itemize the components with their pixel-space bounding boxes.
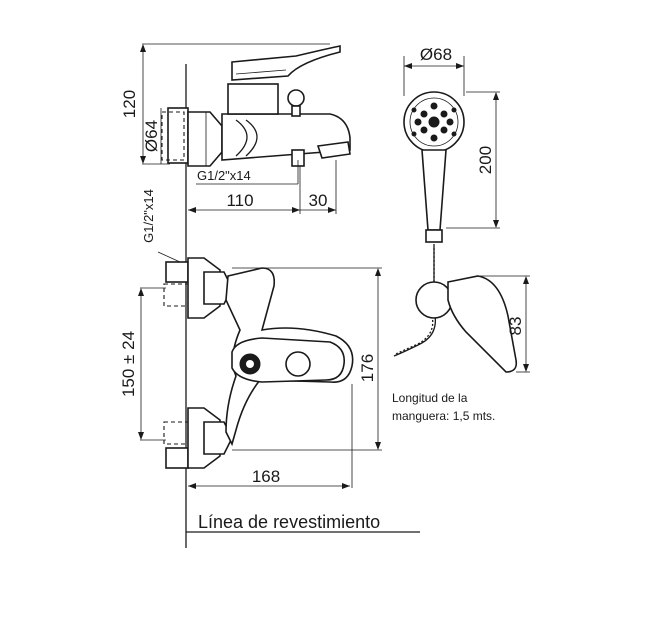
side-spout [316, 141, 351, 159]
mixer-side-view [142, 43, 351, 167]
side-lever [231, 45, 341, 81]
side-flange [167, 107, 189, 164]
lower-flange [165, 447, 189, 469]
dim-spacing: 150 ± 24 [119, 331, 138, 397]
mixer-front-view [140, 257, 382, 488]
side-diverter-knob [287, 89, 305, 107]
hose-note-line1: Longitud de la [392, 391, 468, 405]
shower-hose-bottom [393, 309, 437, 357]
holder-ring [415, 281, 453, 319]
shower-holder [447, 275, 518, 373]
dim-120: 120 [120, 90, 139, 118]
shower-handle [421, 149, 447, 231]
dim-30: 30 [309, 191, 328, 210]
wall-label: Línea de revestimiento [198, 512, 380, 532]
dim-110: 110 [226, 191, 253, 210]
dim-diameter-64: Ø64 [142, 120, 161, 152]
dim-thread-side: G1/2"x14 [197, 168, 251, 183]
dim-168: 168 [252, 467, 280, 486]
side-hidden-pipe [161, 111, 185, 161]
dim-thread-top: G1/2"x14 [141, 189, 156, 243]
side-cartridge [227, 83, 279, 115]
side-nut [187, 111, 223, 167]
dim-shower-length: 200 [476, 146, 495, 174]
hand-shower: Ø68 200 83 [393, 45, 530, 373]
dim-176: 176 [358, 354, 377, 382]
hose-note-line2: manguera: 1,5 mts. [392, 409, 495, 423]
lever-button [285, 351, 311, 377]
upper-flange [165, 261, 189, 283]
dim-holder-height: 83 [506, 317, 525, 336]
dim-shower-diameter: Ø68 [420, 45, 452, 64]
